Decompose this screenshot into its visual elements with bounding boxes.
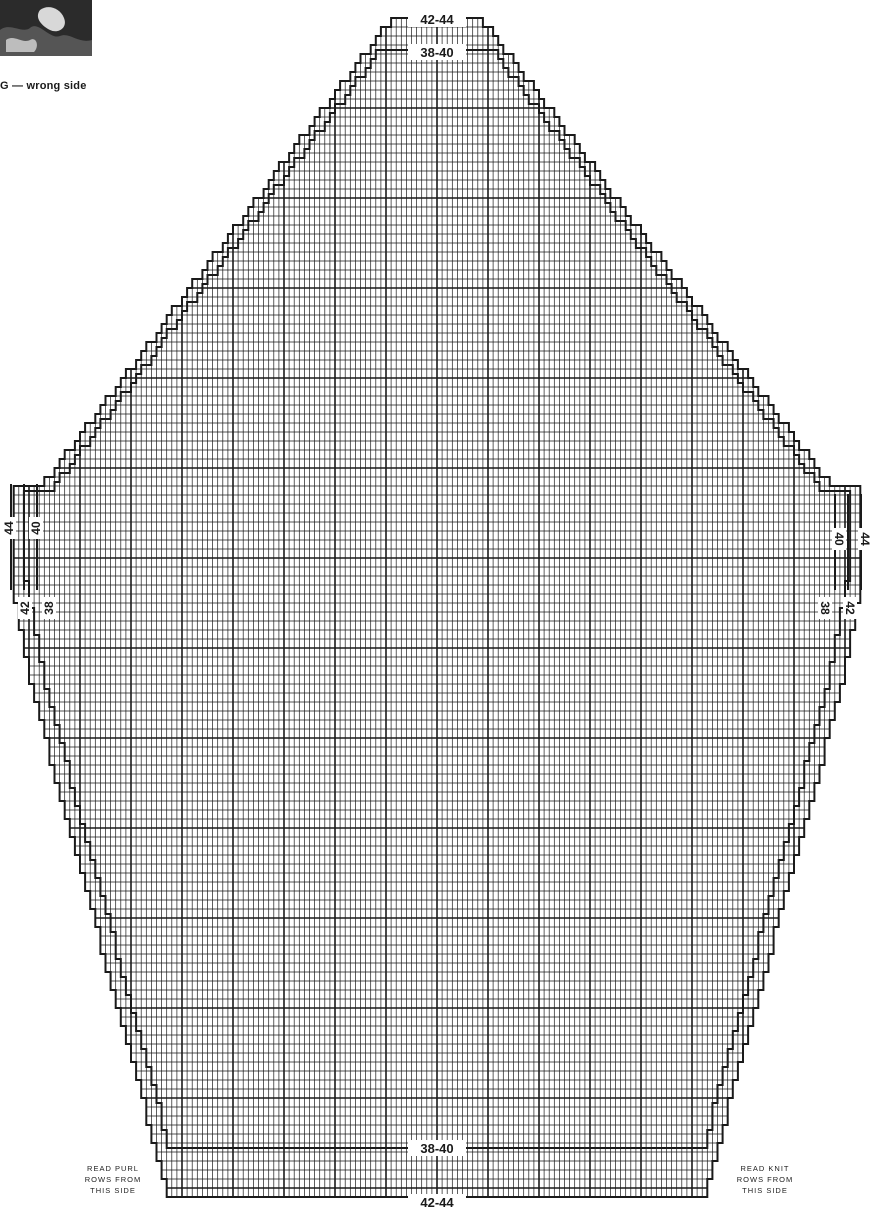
read-knit-line-2: ROWS FROM — [710, 1174, 820, 1185]
size-label-top-outer: 42-44 — [420, 12, 454, 27]
read-knit-line-3: THIS SIDE — [710, 1185, 820, 1196]
size-label-bottom-outer: 42-44 — [420, 1195, 454, 1210]
read-knit-line-1: READ KNIT — [710, 1163, 820, 1174]
size-label-left-42: 42 — [18, 601, 32, 615]
chart-grid — [0, 18, 872, 1200]
size-label-right-38: 38 — [818, 601, 832, 615]
read-purl-line-1: READ PURL — [58, 1163, 168, 1174]
size-label-left-38: 38 — [42, 601, 56, 615]
read-purl-line-3: THIS SIDE — [58, 1185, 168, 1196]
size-label-left-40: 40 — [29, 521, 43, 535]
read-knit-note: READ KNIT ROWS FROM THIS SIDE — [710, 1163, 820, 1196]
size-label-top-inner: 38-40 — [420, 45, 453, 60]
read-purl-line-2: ROWS FROM — [58, 1174, 168, 1185]
size-label-right-42: 42 — [843, 601, 857, 615]
size-label-right-44: 44 — [858, 532, 872, 546]
size-label-right-40: 40 — [832, 532, 846, 546]
size-label-bottom-inner: 38-40 — [420, 1141, 453, 1156]
size-label-left-44: 44 — [2, 521, 16, 535]
read-purl-note: READ PURL ROWS FROM THIS SIDE — [58, 1163, 168, 1196]
